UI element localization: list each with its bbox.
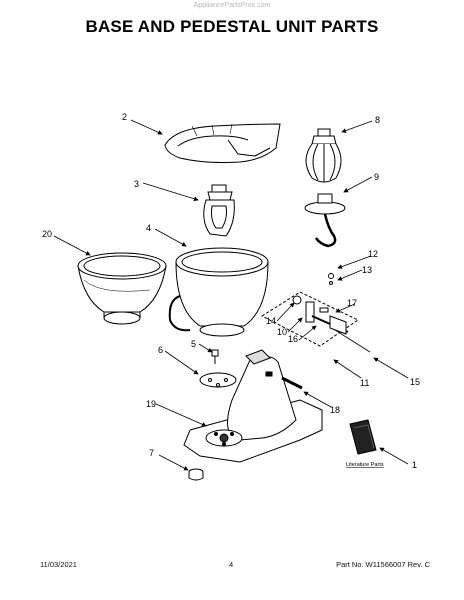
mixing-bowl: [168, 247, 269, 337]
glass-bowl: [77, 252, 167, 325]
callout-5: 5: [191, 339, 196, 349]
literature-label: Literature Parts: [346, 462, 384, 468]
callout-4: 4: [146, 223, 151, 233]
callout-14: 14: [266, 316, 276, 326]
pedestal-base: [183, 349, 323, 463]
callout-1: 1: [412, 460, 417, 470]
callout-15: 15: [410, 377, 420, 387]
callout-20: 20: [42, 229, 52, 239]
callout-12: 12: [368, 249, 378, 259]
callout-17: 17: [347, 298, 357, 308]
footer-date: 11/03/2021: [40, 560, 77, 569]
callout-11: 11: [360, 378, 369, 388]
screw: [211, 349, 219, 364]
watermark: AppliancePartsPros.com: [193, 2, 271, 9]
footer-part-number: Part No. W11566007 Rev. C: [336, 560, 430, 569]
literature-parts: [349, 419, 377, 455]
callout-16: 16: [288, 334, 298, 344]
rubber-foot: [188, 468, 204, 481]
rod: [281, 376, 303, 390]
callout-3: 3: [134, 179, 139, 189]
callout-7: 7: [149, 448, 154, 458]
callout-8: 8: [375, 115, 380, 125]
callout-18: 18: [330, 405, 340, 415]
callout-13: 13: [362, 265, 372, 275]
callout-2: 2: [122, 112, 127, 122]
footer-page-number: 4: [229, 560, 234, 569]
flat-beater: [203, 184, 235, 237]
callout-6: 6: [158, 345, 163, 355]
clamp-plate: [199, 372, 237, 388]
hinge-assembly: [260, 273, 371, 353]
page-title: BASE AND PEDESTAL UNIT PARTS: [85, 17, 379, 36]
callout-19: 19: [146, 399, 156, 409]
wire-whip: [305, 128, 342, 183]
callout-9: 9: [374, 172, 379, 182]
dough-hook: [304, 193, 346, 248]
leader-lines: [53, 119, 409, 471]
callout-10: 10: [277, 327, 287, 337]
pouring-shield: [164, 123, 281, 163]
